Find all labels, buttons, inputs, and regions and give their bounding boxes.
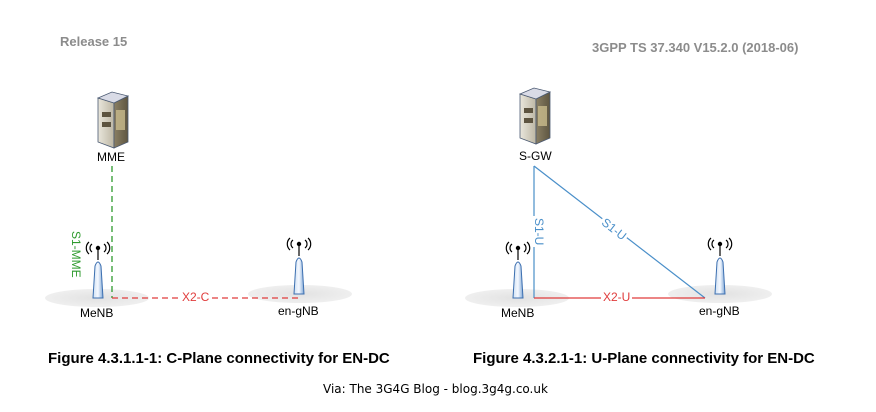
caption-left: Figure 4.3.1.1-1: C-Plane connectivity f… [48,350,390,367]
spec-label: 3GPP TS 37.340 V15.2.0 (2018-06) [592,40,799,55]
mme-label: MME [97,150,125,164]
caption-right: Figure 4.3.2.1-1: U-Plane connectivity f… [473,350,815,367]
server-icon [518,87,552,145]
engnb-label-left: en-gNB [278,304,319,318]
release-label: Release 15 [60,34,128,49]
x2-u-label: X2-U [601,290,633,304]
antenna-icon [85,241,111,299]
antenna-icon [286,237,312,295]
antenna-icon [707,237,733,295]
menb-label-right: MeNB [501,306,535,320]
x2-c-label: X2-C [180,290,212,304]
server-icon [96,91,130,149]
antenna-icon [505,241,531,299]
s1-mme-label: S1-MME [69,229,83,280]
engnb-label-right: en-gNB [699,304,740,318]
s1-u-label-menb: S1-U [532,216,546,248]
menb-label-left: MeNB [80,306,114,320]
via-credit: Via: The 3G4G Blog - blog.3g4g.co.uk [323,382,548,396]
sgw-label: S-GW [519,149,552,163]
